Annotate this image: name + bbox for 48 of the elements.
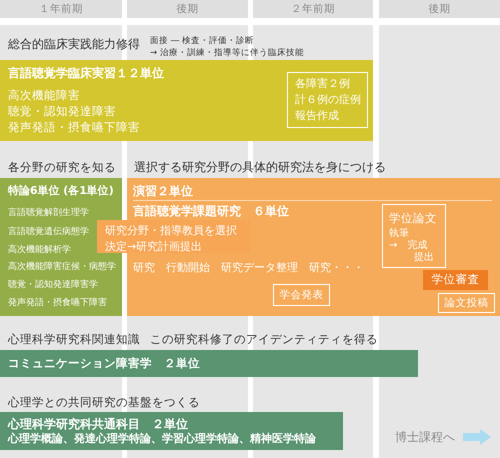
outlined-box: 論文投稿 [438,293,495,313]
course-title: 心理科学研究科共通科目 ２単位 [8,416,188,432]
column-header: 後期 [127,0,248,18]
course-item: 高次機能障害 [8,88,80,102]
section-heading: 総合的臨床実践能力修得 [8,36,140,52]
course-item: 心理学概論、発達心理学特論、学習心理学特論、精神医学特論 [8,432,316,446]
section-heading: 選択する研究分野の具体的研究法を身につける [134,160,386,174]
note-text: 面接 ― 検査・評価・診断 [150,36,254,46]
callout-box [97,220,250,253]
course-item: 聴覚・認知発達障害 [8,104,116,118]
note-box [382,204,446,268]
course-item: 言語聴覚遺伝病態学 [8,226,89,238]
section-heading: 心理科学研究科関連知識 [8,332,140,346]
box-text: 提出 [414,250,434,264]
note-box [287,72,368,128]
note-text: 報告作成 [295,109,339,123]
destination-label: 博士課程へ [395,429,455,445]
note-text: 各障害２例 [295,77,350,91]
course-title: 言語聴覚学臨床実習１２単位 [8,65,164,81]
course-bar [0,412,343,450]
course-panel [127,178,500,316]
section-heading: この研究科修了のアイデンティティを得る [150,332,378,346]
course-item: 言語聴覚解剖生理学 [8,207,89,219]
section-heading: 各分野の研究を知る [8,160,116,174]
course-subtitle: 言語聴覚学課題研究 ６単位 [133,203,289,219]
outlined-box: 学会発表 [273,284,330,306]
course-bar: コミュニケーション障害学 ２単位 [0,350,418,377]
note-text: → 治療・訓練・指導等に伴う臨床技能 [150,48,304,58]
callout-text: 決定→研究計画提出 [105,240,202,254]
course-item: 高次機能障害症候・病態学 [8,261,116,273]
course-item: 発声発語・摂食嚥下障害 [8,297,107,309]
course-panel [0,60,373,141]
column-header: ２年前期 [253,0,373,18]
box-title: 学位論文 [389,210,437,226]
column-header: １年前期 [0,0,122,18]
course-item: 高次機能解析学 [8,244,71,256]
course-title: 特論6単位 (各1単位) [8,184,114,198]
course-item: 聴覚・認知発達障害学 [8,279,98,291]
column-header: 後期 [379,0,500,18]
box-text: 執筆 [389,226,409,240]
section-heading: 心理学との共同研究の基盤をつくる [8,394,200,410]
highlight-box: 学位審査 [423,270,488,290]
callout-text: 研究分野・指導教員を選択 [105,224,237,238]
note-text: 計６例の症例 [295,93,361,107]
course-title: 演習２単位 [133,183,193,199]
box-text: → 完成 [389,238,428,252]
timeline-text: 研究 行動開始 研究データ整理 研究・・・ [133,261,364,275]
course-item: 発声発語・摂食嚥下障害 [8,120,140,134]
